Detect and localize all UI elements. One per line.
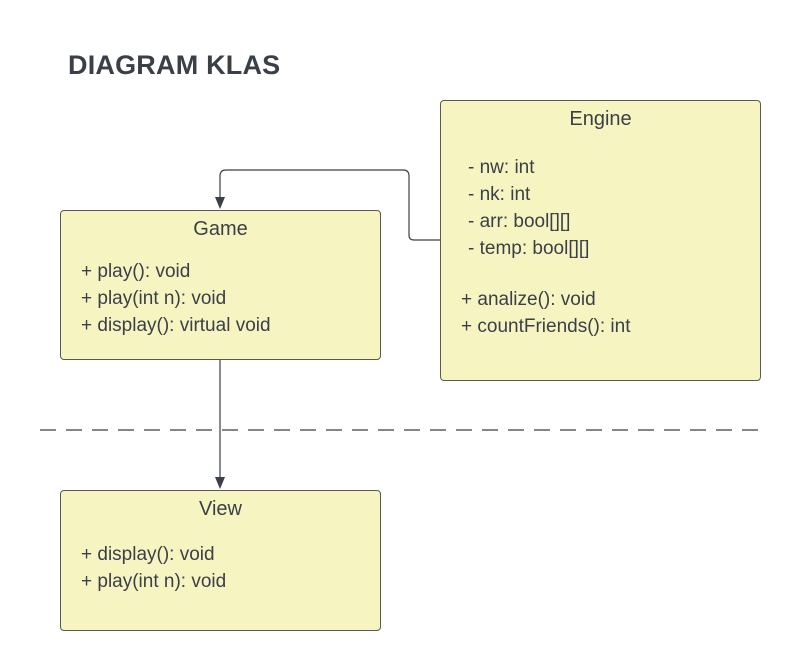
attribute-line: - nw: int	[468, 157, 535, 178]
class-box-view: View + display(): void + play(int n): vo…	[60, 490, 381, 631]
class-name-engine: Engine	[569, 108, 632, 130]
engine-to-game-connector	[219, 169, 440, 241]
engine-to-game-arrowhead	[215, 197, 225, 209]
method-line: + play(int n): void	[81, 288, 227, 309]
attribute-line: - nk: int	[468, 184, 531, 205]
method-line: + countFriends(): int	[461, 316, 631, 337]
class-name-view: View	[199, 498, 242, 520]
attribute-line: - temp: bool[][]	[468, 238, 590, 259]
class-box-engine: Engine - nw: int - nk: int - arr: bool[]…	[440, 100, 761, 381]
method-line: + display(): virtual void	[81, 315, 271, 336]
game-methods: + play(): void + play(int n): void + dis…	[81, 258, 271, 339]
method-line: + play(): void	[81, 261, 191, 282]
diagram-title: DIAGRAM KLAS	[68, 50, 281, 80]
method-line: + display(): void	[81, 544, 215, 565]
engine-attributes: - nw: int - nk: int - arr: bool[][] - te…	[468, 154, 589, 262]
view-methods: + display(): void + play(int n): void	[81, 541, 226, 595]
method-line: + play(int n): void	[81, 571, 227, 592]
class-box-game: Game + play(): void + play(int n): void …	[60, 210, 381, 360]
game-to-view-arrowhead	[215, 477, 225, 489]
class-name-game: Game	[193, 218, 248, 240]
attribute-line: - arr: bool[][]	[468, 211, 571, 232]
engine-methods: + analize(): void + countFriends(): int	[461, 286, 631, 340]
method-line: + analize(): void	[461, 289, 596, 310]
